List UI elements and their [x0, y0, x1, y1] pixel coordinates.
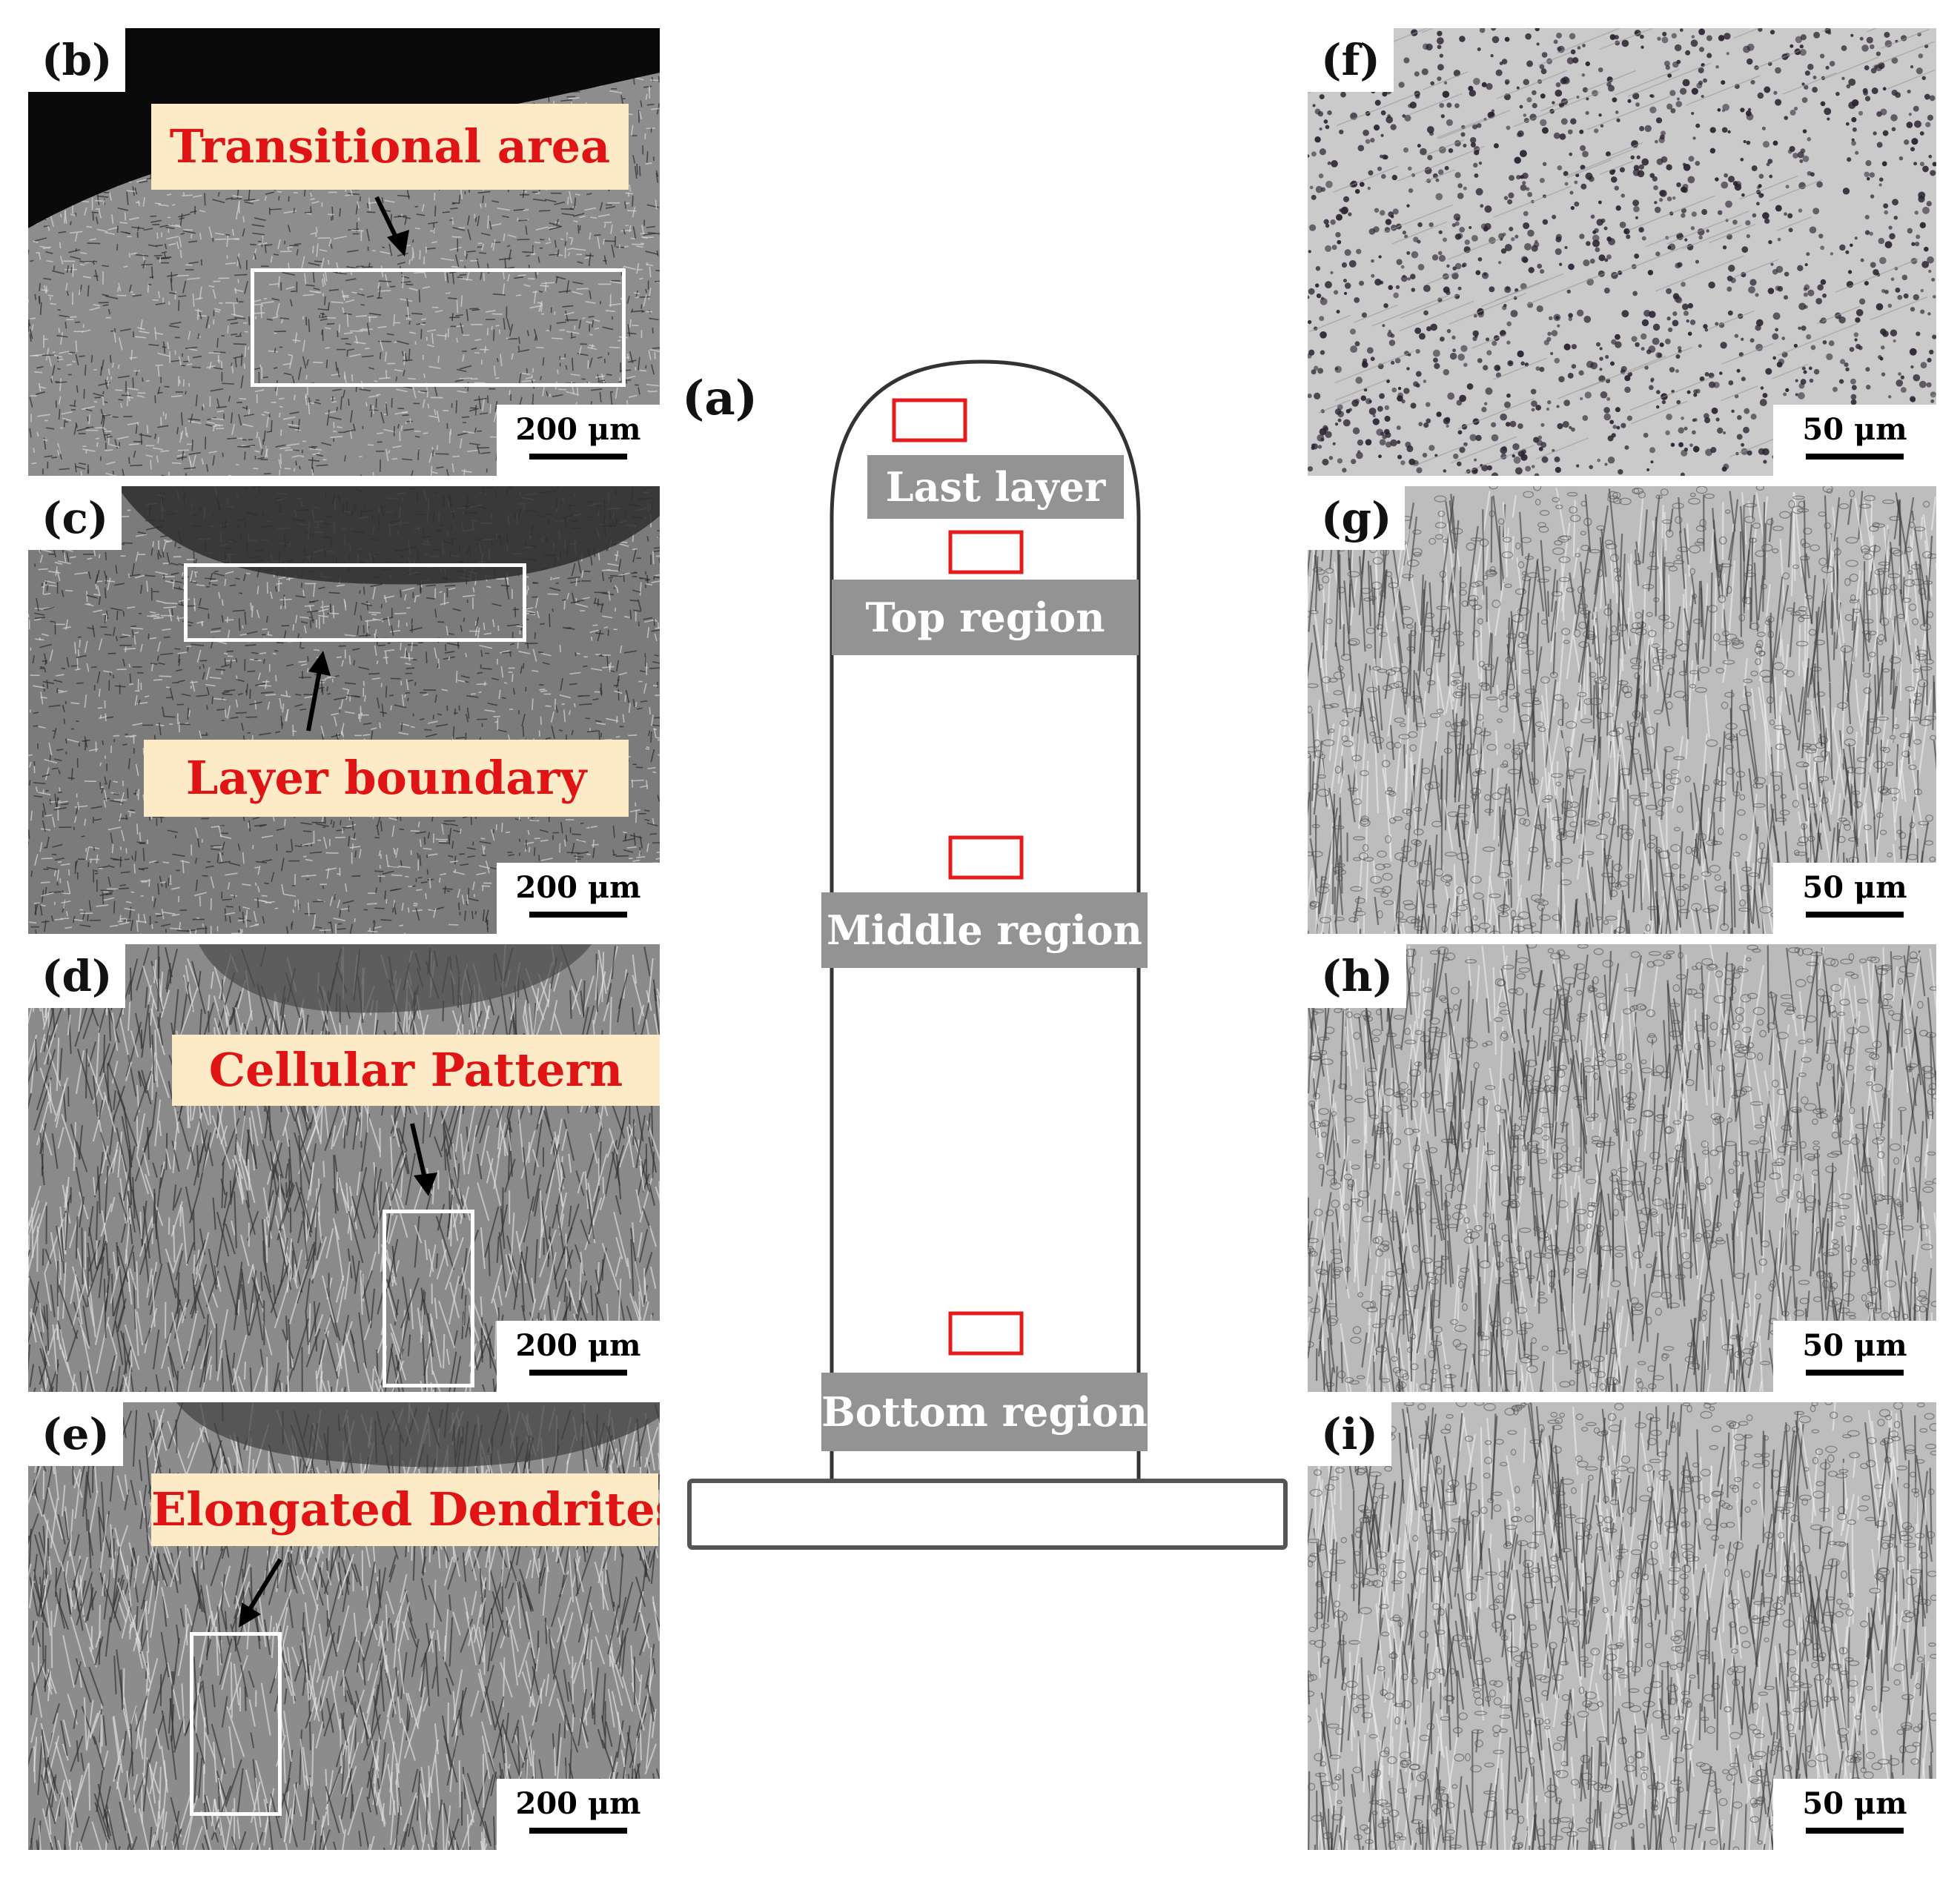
dark-arc-region	[199, 944, 592, 1013]
panel-label: (f)	[1308, 28, 1394, 92]
scale-bar: 200 μm	[497, 1779, 660, 1850]
roi-box	[383, 1210, 474, 1387]
dark-arc-region	[176, 1402, 660, 1468]
callout-elongated-dendrites: Elongated Dendrites	[151, 1473, 660, 1546]
callout-cellular-pattern: Cellular Pattern	[172, 1035, 660, 1106]
micrograph-panel-b: (b) Transitional area 200 μm	[28, 28, 660, 476]
scale-bar: 200 μm	[497, 863, 660, 934]
arrow-icon	[374, 196, 409, 256]
micrograph-panel-d: (d) Cellular Pattern 200 μm	[28, 944, 660, 1392]
scale-bar: 50 μm	[1773, 863, 1936, 934]
micrograph-panel-g: (g) 50 μm	[1308, 486, 1936, 934]
scale-bar: 50 μm	[1773, 1779, 1936, 1850]
sample-marker-bottom	[948, 1311, 1024, 1356]
sample-marker-last-layer	[892, 398, 967, 442]
micrograph-panel-i: (i) 50 μm	[1308, 1402, 1936, 1850]
panel-label: (i)	[1308, 1402, 1391, 1466]
panel-label: (b)	[28, 28, 126, 92]
panel-label: (e)	[28, 1402, 123, 1466]
region-label-bottom: Bottom region	[821, 1373, 1148, 1451]
arrow-icon	[239, 1558, 282, 1628]
scale-bar: 200 μm	[497, 1321, 660, 1392]
sample-marker-middle	[948, 835, 1024, 880]
micrograph-panel-f: (f) 50 μm	[1308, 28, 1936, 476]
wall-outline	[687, 359, 1288, 1550]
micrograph-panel-e: (e) Elongated Dendrites 200 μm	[28, 1402, 660, 1850]
scale-bar: 200 μm	[497, 405, 660, 476]
scale-bar: 50 μm	[1773, 405, 1936, 476]
roi-box	[251, 268, 626, 387]
scale-bar: 50 μm	[1773, 1321, 1936, 1392]
roi-box	[190, 1632, 282, 1816]
micrograph-texture	[1308, 944, 1936, 1392]
region-label-last-layer: Last layer	[867, 455, 1124, 519]
region-label-top: Top region	[832, 580, 1139, 655]
panel-label: (c)	[28, 486, 122, 550]
region-label-middle: Middle region	[821, 892, 1148, 968]
callout-transitional-area: Transitional area	[151, 104, 629, 190]
panel-label: (d)	[28, 944, 126, 1008]
panel-label: (h)	[1308, 944, 1407, 1008]
dark-boundary-band	[117, 486, 660, 585]
callout-layer-boundary: Layer boundary	[144, 740, 629, 817]
arrow-icon	[410, 1123, 437, 1196]
diagram-label: (a)	[682, 371, 758, 426]
sample-marker-top	[948, 530, 1024, 574]
micrograph-panel-c: (c) Layer boundary 200 μm	[28, 486, 660, 934]
roi-box	[184, 563, 526, 642]
micrograph-panel-h: (h) 50 μm	[1308, 944, 1936, 1392]
deposition-wall-diagram: Last layer Top region Middle region Bott…	[667, 348, 1305, 1564]
micrograph-texture	[1308, 28, 1936, 476]
panel-label: (g)	[1308, 486, 1406, 550]
arrow-icon	[306, 651, 331, 732]
